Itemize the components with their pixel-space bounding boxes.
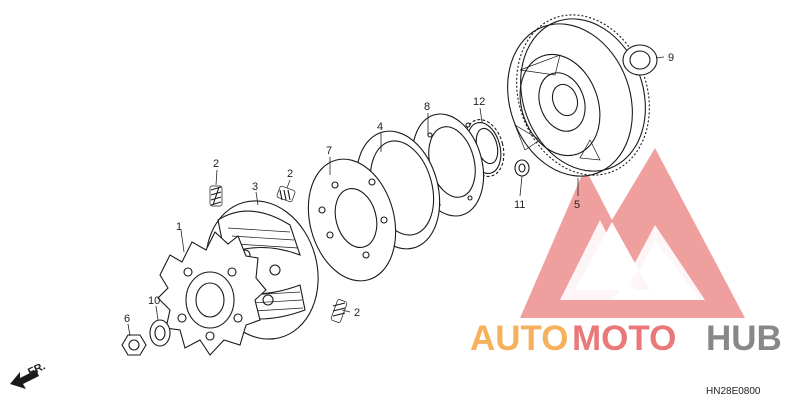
callout-1: 1 <box>176 221 182 233</box>
front-direction-arrow: FR. <box>10 360 47 389</box>
washer-part-10 <box>149 319 171 347</box>
callout-4: 4 <box>377 121 383 133</box>
drive-plate-part-7 <box>307 158 397 282</box>
spring-part-2-right <box>330 299 348 323</box>
watermark-brand-part1: AUTO <box>470 319 569 358</box>
callout-7: 7 <box>326 145 332 157</box>
callout-8: 8 <box>424 101 430 113</box>
watermark-brand-text: AUTO MOTO HUB <box>470 319 782 358</box>
leader-1 <box>180 229 185 253</box>
leader-2b <box>286 179 291 189</box>
leader-9 <box>655 56 665 59</box>
callout-11: 11 <box>514 199 525 211</box>
washer-part-9 <box>622 44 658 76</box>
leader-6 <box>127 323 131 337</box>
collar-part-11 <box>514 159 530 177</box>
callout-10: 10 <box>148 295 160 307</box>
callout-5: 5 <box>574 199 580 211</box>
clutch-outer-part-5 <box>507 14 650 177</box>
callout-2a: 2 <box>213 158 219 170</box>
watermark-brand-part3: HUB <box>706 319 782 358</box>
drawing-code: HN28E0800 <box>706 386 761 397</box>
leader-3 <box>255 191 259 206</box>
callout-2b: 2 <box>287 168 293 180</box>
leader-12 <box>479 107 483 123</box>
leader-2a <box>215 169 218 186</box>
nut-part-6 <box>121 334 147 356</box>
callout-9: 9 <box>668 52 674 64</box>
callout-3: 3 <box>252 181 258 193</box>
leader-11 <box>519 175 523 197</box>
leader-10 <box>155 305 159 321</box>
watermark-logo <box>520 148 745 318</box>
spring-part-2-left <box>209 185 223 207</box>
watermark-brand-part2: MOTO <box>572 319 676 358</box>
callout-2c: 2 <box>354 307 360 319</box>
callout-12: 12 <box>473 96 485 108</box>
leader-2c <box>341 309 351 313</box>
spring-part-2-middle <box>276 185 296 203</box>
callout-6: 6 <box>124 313 130 325</box>
front-direction-label: FR. <box>26 360 47 378</box>
